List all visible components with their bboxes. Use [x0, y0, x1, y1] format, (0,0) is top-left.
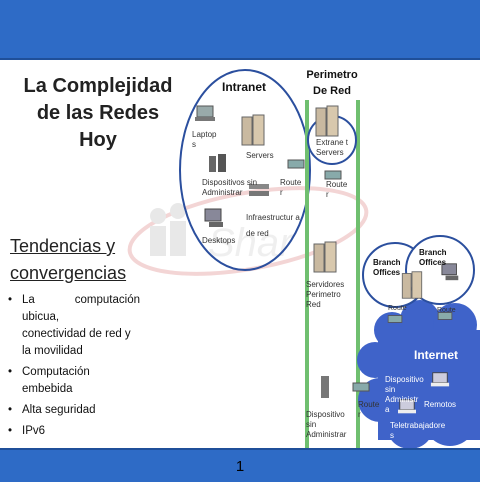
- slide-top-banner: [0, 0, 480, 60]
- router-icon: [287, 159, 305, 169]
- remotes-label: Remotos: [424, 400, 457, 409]
- bullet-item: Computación embebida: [8, 364, 140, 398]
- laptop-icon: [430, 372, 450, 387]
- network-infrastructure-icon: [249, 184, 269, 196]
- slide-bottom-banner: [0, 448, 480, 482]
- perimeter-devices-label: Dispositivo sin Administrar: [306, 410, 347, 439]
- svg-text:Shar: Shar: [208, 221, 294, 265]
- router-icon: [437, 312, 453, 320]
- bullet-item: Alta seguridad: [8, 402, 140, 419]
- infrastructure-label: Infraestructur a de red: [246, 213, 300, 238]
- trends-heading: Tendencias y convergencias: [10, 236, 127, 283]
- bullet-item: IPv6: [8, 423, 140, 440]
- branch-router-label: Route: [437, 307, 456, 314]
- perimeter-servers-label: Servidores Perimetro Red: [306, 280, 345, 309]
- phone-icon: [321, 376, 329, 398]
- router-icon: [324, 170, 342, 180]
- server-icon: [241, 114, 265, 146]
- desktop-icon: [204, 208, 223, 227]
- internet-router-label: Route r: [358, 400, 380, 419]
- server-icon: [401, 271, 423, 299]
- router-icon: [387, 315, 403, 323]
- branch-offices-label: Branch Offices: [419, 248, 447, 267]
- branch-router-label: Route: [388, 305, 407, 312]
- bullet-list: La computación ubicua, conectividad de r…: [8, 292, 140, 444]
- laptop-icon: [195, 105, 215, 121]
- perimeter-left-line: [305, 100, 309, 448]
- desktop-icon: [441, 263, 459, 281]
- perimeter-router-label: Route r: [326, 180, 348, 199]
- servers-label: Servers: [246, 151, 274, 160]
- perimeter-title: Perimetro De Red: [306, 69, 358, 97]
- laptops-label: Laptop s: [192, 130, 217, 149]
- bullet-item: La computación ubicua, conectividad de r…: [8, 292, 140, 360]
- internet-title: Internet: [414, 348, 459, 362]
- page-number: 1: [235, 458, 245, 475]
- branch-office-right: [405, 235, 475, 305]
- router-label: Route r: [280, 178, 302, 197]
- perimeter-right-line: [356, 100, 360, 448]
- laptop-icon: [398, 399, 416, 414]
- router-icon: [352, 382, 370, 392]
- internet-devices-label: Dispositivo sin Administr a: [385, 375, 424, 414]
- branch-offices-label: Branch Offices: [373, 258, 401, 277]
- desktops-label: Desktops: [202, 236, 236, 245]
- teleworkers-label: Teletrabajadore s: [390, 421, 446, 440]
- server-icon: [313, 241, 337, 273]
- intranet-boundary: [179, 69, 311, 271]
- extranet-servers-label: Extrane t Servers: [316, 138, 349, 157]
- slide-title: La Complejidad de las Redes Hoy: [23, 75, 173, 151]
- unmanaged-devices-label: Dispositivos sin Administrar: [202, 178, 258, 197]
- server-icon: [315, 105, 339, 137]
- mobile-devices-icon: [209, 154, 226, 172]
- intranet-title: Intranet: [222, 80, 267, 94]
